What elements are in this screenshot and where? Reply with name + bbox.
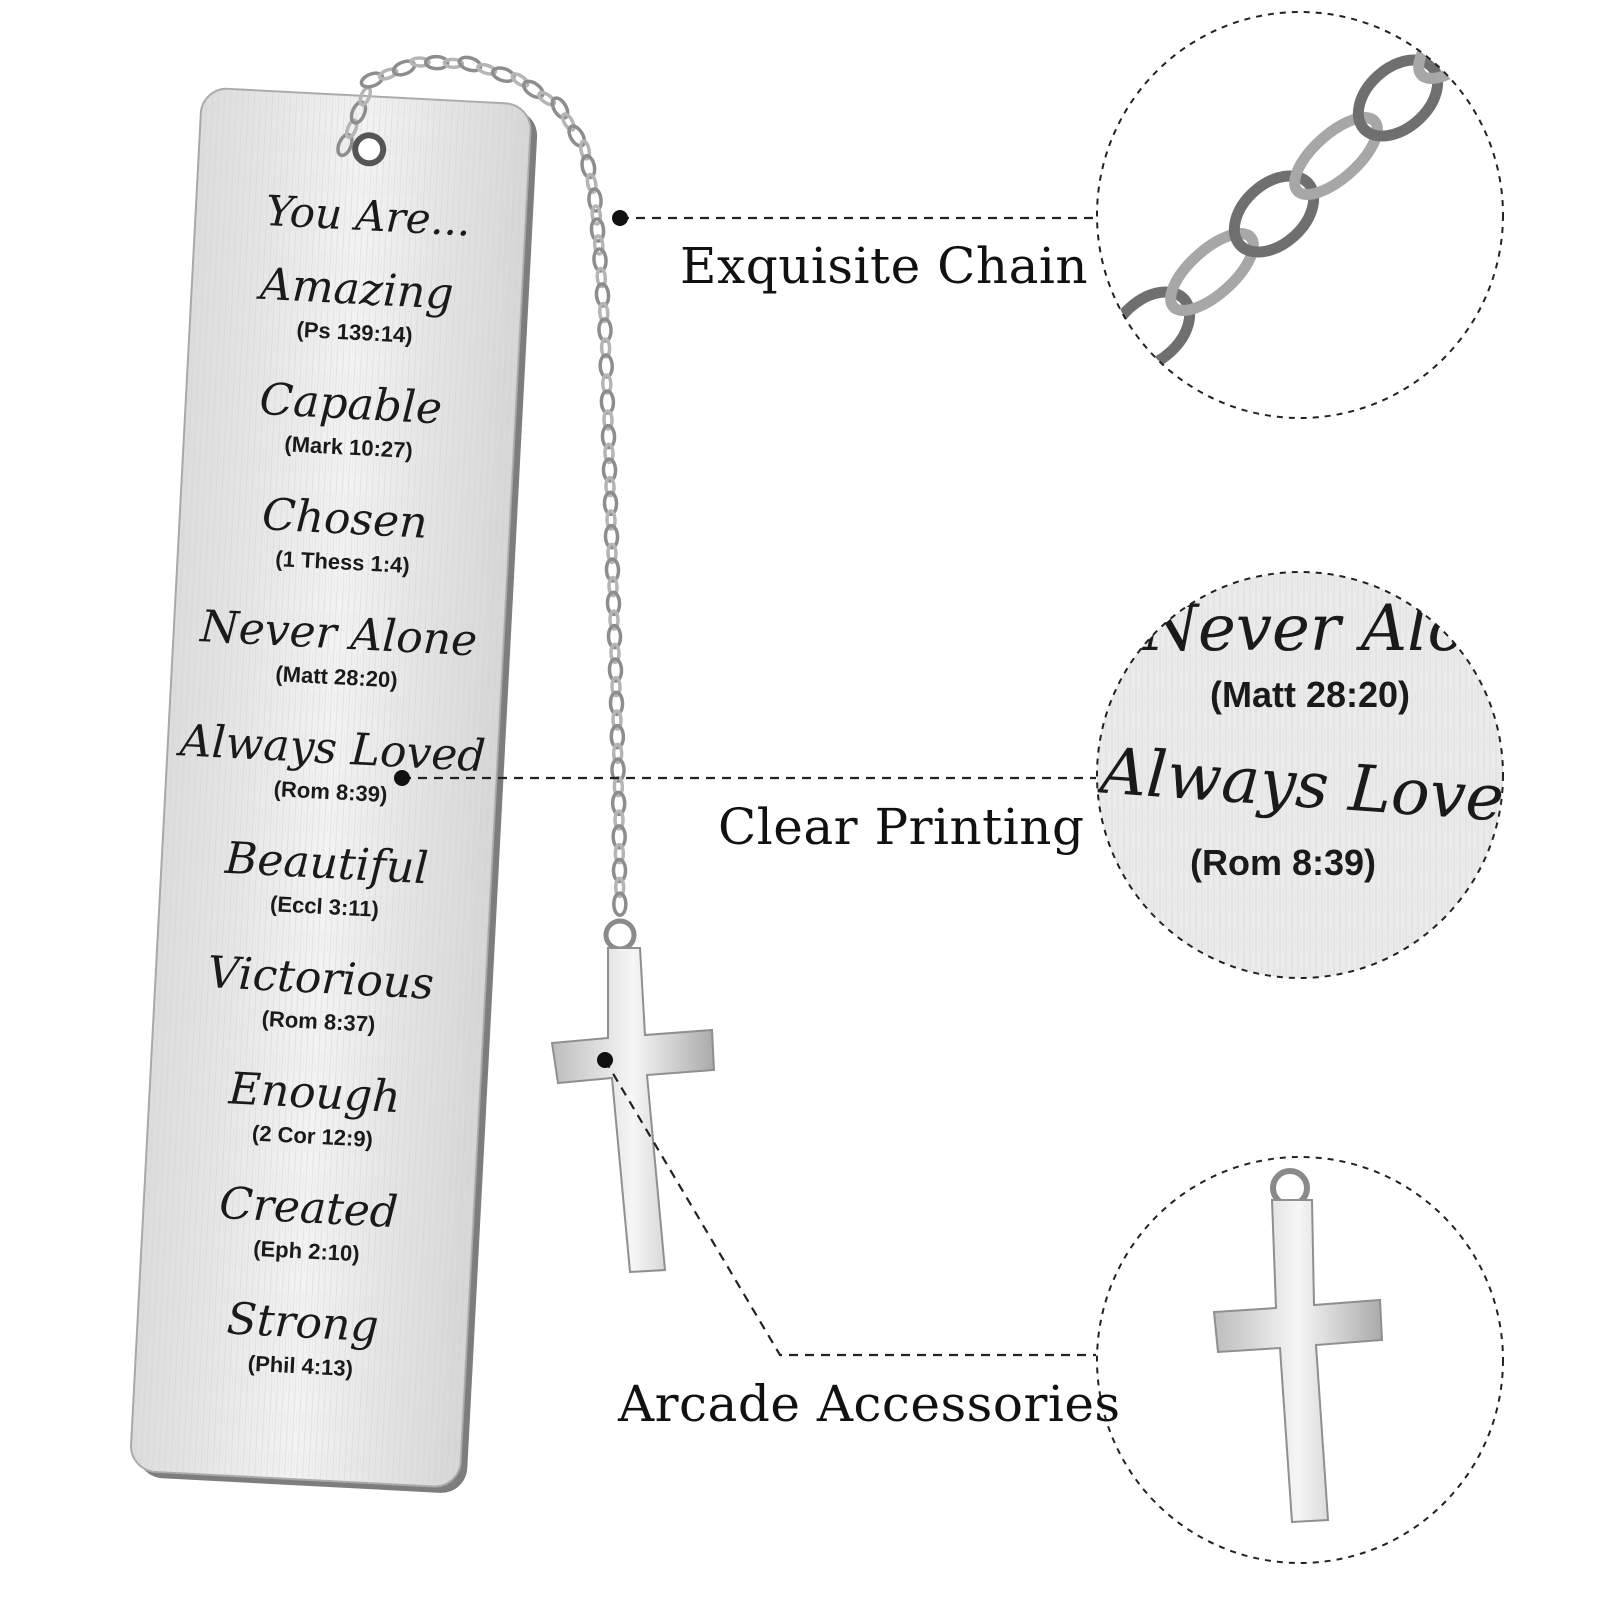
bookmark-heading: You Are...: [264, 186, 472, 246]
leader-accessories: [604, 1059, 1096, 1357]
chain-link: [567, 124, 587, 148]
chain-link: [423, 54, 450, 71]
chain-link: [610, 790, 627, 817]
chain-link: [594, 282, 611, 308]
chain-link: [611, 709, 623, 731]
zoom-chain-link: [1289, 112, 1383, 200]
chain-link: [578, 139, 592, 161]
chain-link: [602, 490, 619, 517]
chain-link: [604, 475, 616, 498]
chain-link: [608, 690, 625, 717]
chain-link: [612, 891, 628, 917]
zoom-chain-link: [1165, 228, 1259, 316]
chain-link: [550, 96, 570, 120]
zoom-word-never-alone: Never Alone: [1142, 592, 1503, 666]
dot-accessories: [597, 1052, 613, 1068]
zoom-chain-links: [1104, 12, 1503, 374]
chain-link: [613, 809, 625, 831]
chain-link: [610, 757, 626, 783]
chain-link: [611, 742, 624, 765]
chain-link: [592, 234, 605, 256]
chain-link: [607, 657, 624, 683]
chain-link: [613, 842, 626, 865]
chain-link: [601, 373, 613, 395]
chain-link: [409, 56, 431, 68]
chain-link: [609, 723, 626, 750]
zoom-chain-link: [1228, 170, 1320, 258]
zoom-ref-matt: (Matt 28:20): [1210, 674, 1411, 715]
chain-link: [603, 442, 615, 465]
zoom-word-always-loved: Always Loved: [1097, 734, 1503, 840]
chain-link: [344, 118, 359, 139]
chain-link: [604, 557, 621, 583]
chain-link: [609, 642, 621, 665]
chain-link: [580, 154, 597, 180]
chain-link: [611, 824, 627, 850]
chain-link: [457, 55, 483, 73]
dot-chain: [612, 210, 628, 226]
chain-link: [605, 509, 617, 531]
zoom-chain-link: [1352, 54, 1444, 142]
chain-link: [597, 301, 610, 324]
chain-link: [598, 353, 614, 379]
chain-link: [560, 112, 576, 132]
cross-pendant-icon: [550, 918, 716, 1274]
chain-link: [602, 409, 614, 431]
chain-link: [590, 204, 603, 226]
chain-icon: [336, 54, 628, 917]
callout-printing: Clear Printing: [718, 798, 1085, 856]
zoom-accessories: [1096, 1156, 1504, 1564]
chain-link: [597, 317, 613, 343]
chain-link: [521, 79, 545, 100]
chain-link: [600, 423, 617, 450]
zoom-cross-icon: [1212, 1168, 1384, 1524]
chain-link: [611, 857, 628, 884]
chain-link: [359, 71, 385, 89]
chain-link: [610, 675, 622, 698]
chain-link: [613, 876, 626, 899]
chain-link: [589, 217, 606, 243]
chain-link: [510, 72, 530, 88]
chain-link: [585, 172, 598, 194]
chain-link: [595, 266, 608, 289]
zoom-printing: [1096, 571, 1504, 979]
zoom-ref-rom: (Rom 8:39): [1190, 842, 1377, 883]
chain-link: [603, 523, 620, 550]
chain-link: [601, 457, 618, 483]
chain-link: [606, 542, 618, 565]
chain-link: [442, 57, 465, 70]
dot-printing: [394, 770, 410, 786]
callout-chain: Exquisite Chain: [680, 237, 1089, 295]
chain-link: [336, 132, 354, 158]
zoom-chain: [1096, 11, 1504, 419]
chain-link: [608, 609, 620, 631]
zoom-printing-text: Never Alone (Matt 28:20) Always Loved (R…: [1097, 572, 1503, 978]
chain-link: [476, 62, 498, 76]
chain-link: [349, 100, 368, 125]
callout-accessories: Arcade Accessories: [618, 1375, 1121, 1433]
zoom-chain-link: [1413, 12, 1503, 84]
chain-link: [592, 247, 608, 273]
chain-link: [606, 623, 623, 650]
chain-link: [599, 389, 616, 415]
chain-link: [587, 187, 603, 213]
bookmark: [130, 87, 538, 1493]
chain-link: [607, 575, 619, 598]
leader-dots: [394, 210, 628, 1068]
chain-link: [599, 337, 612, 359]
chain-link: [605, 590, 622, 617]
chain-link: [377, 67, 399, 81]
leader-lines: [402, 216, 1096, 1357]
